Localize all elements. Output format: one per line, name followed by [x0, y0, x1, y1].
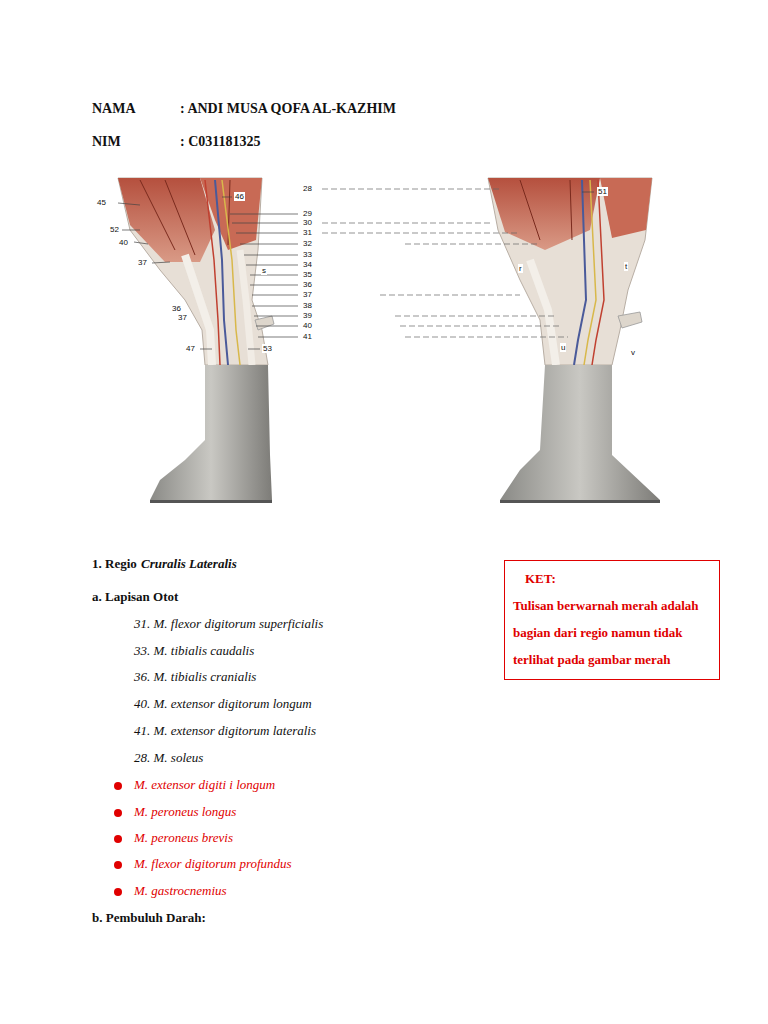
- note-box: KET:Tulisan berwarnah merah adalah bagia…: [504, 560, 720, 680]
- callout-number: 38: [302, 301, 313, 310]
- callout-number: 41: [302, 332, 313, 341]
- callout-number: 45: [96, 198, 107, 207]
- callout-number: 52: [109, 225, 120, 234]
- bullet-dot: [114, 782, 122, 790]
- callout-number: 40: [118, 238, 129, 247]
- muscle-item: 40. M. extensor digitorum longum: [134, 696, 312, 712]
- callout-number: 39: [302, 311, 313, 320]
- muscle-item: 36. M. tibialis cranialis: [134, 669, 256, 685]
- callout-number: 31: [302, 228, 313, 237]
- left-leg-figure: [118, 178, 274, 503]
- right-leg-figure: [488, 178, 660, 503]
- callout-number: v: [630, 348, 636, 357]
- bullet-dot: [114, 809, 122, 817]
- hidden-muscle-item: M. peroneus brevis: [134, 830, 233, 846]
- dashed-leader-lines: [322, 189, 568, 337]
- callout-number: 51: [597, 187, 608, 196]
- callout-number: 30: [302, 218, 313, 227]
- leader-lines: [118, 192, 594, 349]
- muscle-item: 28. M. soleus: [134, 750, 203, 766]
- hidden-muscle-item: M. gastrocnemius: [134, 883, 227, 899]
- callout-number: u: [560, 343, 566, 352]
- callout-number: r: [518, 264, 523, 273]
- callout-number: 40: [302, 321, 313, 330]
- header-text: NAMA: [92, 101, 136, 117]
- callout-number: 37: [302, 290, 313, 299]
- callout-number: 28: [302, 184, 313, 193]
- region-name: Cruralis Lateralis: [141, 556, 237, 572]
- body-heading: 1. Regio: [92, 556, 137, 572]
- callout-number: 34: [302, 260, 313, 269]
- callout-number: t: [624, 262, 628, 271]
- header-text: : ANDI MUSA QOFA AL-KAZHIM: [180, 101, 396, 117]
- callout-number: s: [261, 266, 267, 275]
- muscle-item: 33. M. tibialis caudalis: [134, 643, 254, 659]
- header-text: NIM: [92, 134, 121, 150]
- callout-number: 36: [171, 304, 182, 313]
- bullet-dot: [114, 888, 122, 896]
- hidden-muscle-item: M. flexor digitorum profundus: [134, 856, 292, 872]
- callout-number: 37: [177, 313, 188, 322]
- callout-number: 32: [302, 239, 313, 248]
- body-heading: a. Lapisan Otot: [92, 589, 178, 605]
- header-text: : C031181325: [180, 134, 261, 150]
- callout-number: 29: [302, 209, 313, 218]
- callout-number: 37: [137, 258, 148, 267]
- hidden-muscle-item: M. peroneus longus: [134, 804, 236, 820]
- bullet-dot: [114, 835, 122, 843]
- note-text: Tulisan berwarnah merah adalah bagian da…: [513, 592, 711, 673]
- body-heading: b. Pembuluh Darah:: [92, 910, 206, 926]
- bullet-dot: [114, 861, 122, 869]
- callout-number: 33: [302, 250, 313, 259]
- muscle-item: 31. M. flexor digitorum superficialis: [134, 616, 323, 632]
- note-heading: KET:: [525, 565, 711, 592]
- callout-number: 47: [185, 344, 196, 353]
- callout-number: 46: [234, 192, 245, 201]
- muscle-item: 41. M. extensor digitorum lateralis: [134, 723, 316, 739]
- callout-number: 36: [302, 280, 313, 289]
- callout-number: 53: [262, 344, 273, 353]
- hidden-muscle-item: M. extensor digiti i longum: [134, 777, 275, 793]
- callout-number: 35: [302, 270, 313, 279]
